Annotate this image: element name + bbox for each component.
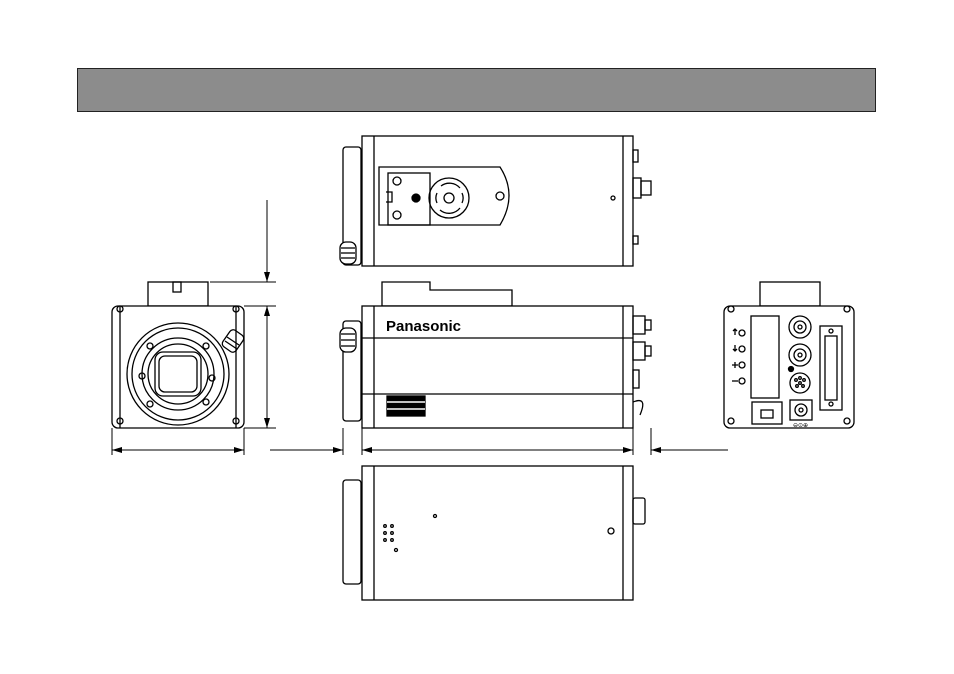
side-view [340,282,651,428]
panasonic-logo: Panasonic [386,318,461,335]
front-view [112,282,245,428]
rear-view [724,282,854,428]
top-view [340,136,651,266]
power-polarity-label: ⊖⊙⊕ [793,422,808,429]
bottom-view [343,466,645,600]
